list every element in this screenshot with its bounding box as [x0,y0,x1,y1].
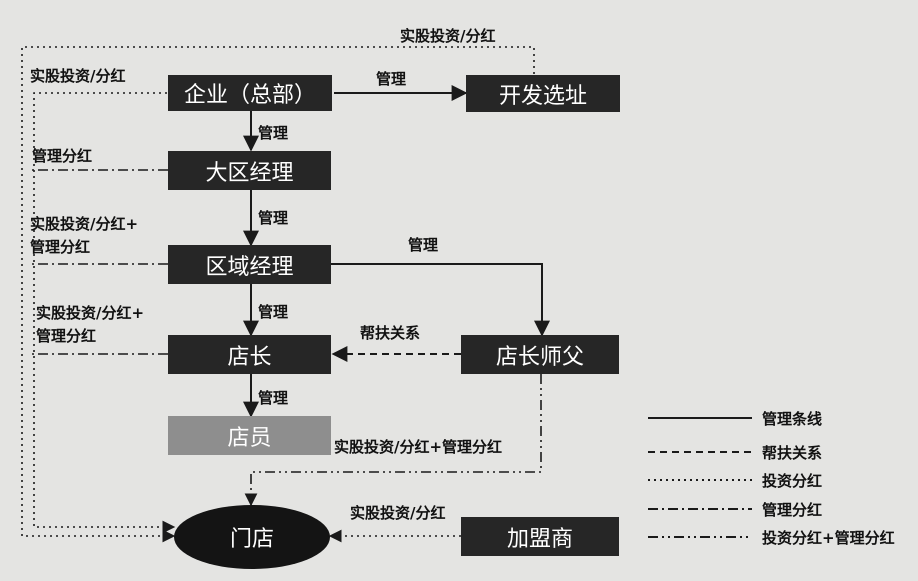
legend-label-dashed: 帮扶关系 [762,444,823,462]
label-area-mentor: 管理 [408,236,439,254]
label-mentor-support: 帮扶关系 [360,324,421,342]
label-left-investment: 实股投资/分红 [30,67,126,85]
node-franchisee: 加盟商 [461,517,619,556]
label-mentor-store: 实股投资/分红+管理分红 [334,438,503,456]
node-store: 门店 [174,505,330,569]
label-franchisee-store: 实股投资/分红 [350,504,446,522]
label-area-dividend-line1: 实股投资/分红+ [30,215,139,233]
edge-top-investment [21,46,535,543]
label-area-dividend-line2: 管理分红 [30,238,91,256]
label-enterprise-site: 管理 [376,70,407,88]
legend-label-dotted: 投资分红 [762,472,823,490]
node-store-manager: 店长 [168,335,331,374]
edge-mentor-store [244,374,542,507]
label-manager-staff: 管理 [258,389,289,407]
label-area-manager: 管理 [258,303,289,321]
label-manager-dividend-line2: 管理分红 [36,327,97,345]
node-staff: 店员 [168,416,331,455]
label-enterprise-region: 管理 [258,124,289,142]
label-region-area: 管理 [258,209,289,227]
label-region-dividend: 管理分红 [32,147,93,165]
legend-label-dashdot: 管理分红 [762,501,823,519]
node-area-manager: 区域经理 [168,245,331,284]
legend-label-dashdotdot: 投资分红+管理分红 [762,529,895,547]
label-top-investment: 实股投资/分红 [400,27,496,45]
legend-label-solid: 管理条线 [762,410,823,428]
node-site-development: 开发选址 [466,75,620,112]
node-region-manager: 大区经理 [168,151,331,190]
node-enterprise: 企业（总部） [168,75,332,111]
edge-left-investment [33,92,176,534]
node-mentor: 店长师父 [461,335,619,374]
label-manager-dividend-line1: 实股投资/分红+ [36,304,145,322]
edge-area-mentor [330,263,550,337]
